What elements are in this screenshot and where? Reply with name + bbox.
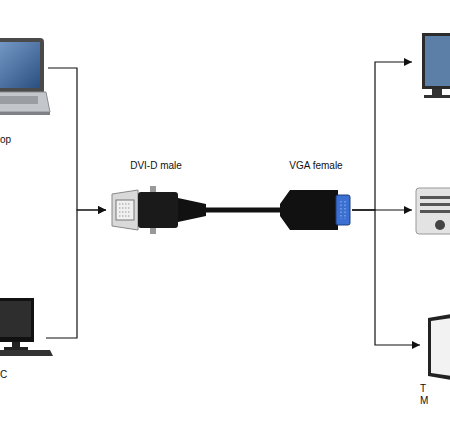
dvi-housing [138,192,178,228]
dvi-plug: DVI-D male [106,160,206,235]
monitor-frame [422,33,450,89]
laptop-illustration [0,38,50,115]
vga-adapter-illustration [280,190,350,230]
laptop-screen [0,42,40,88]
flow-arrow [352,209,412,210]
device-label: C [0,369,7,381]
device-label: DVI-D male [130,160,182,172]
tv-frame [428,314,450,380]
dvi-screw [150,228,156,234]
projector-device [412,185,450,237]
pc-device: C [0,295,46,381]
flow-arrow [352,210,420,345]
tv-screen [431,318,450,376]
projector-illustration [416,188,450,234]
pc-monitor-screen [0,301,31,337]
dvi-strain-relief [178,198,206,222]
projector-vent [420,210,450,213]
dvi-plug-illustration [112,186,206,234]
vga-housing [280,190,338,230]
laptop-front [0,112,50,115]
pc-monitor-frame [0,298,34,342]
vga-pins [341,201,345,219]
tv-illustration [428,314,450,380]
device-label: T M [420,383,432,407]
pc-illustration [0,298,53,356]
projector-lens [435,220,445,230]
dvi-face [116,200,134,220]
pc-keyboard [0,350,53,356]
projector-vent [420,196,450,199]
monitor-base [424,95,450,98]
dvi-pins [119,204,131,216]
cable-line [206,208,280,213]
dvi-screw [150,186,156,192]
monitor-stand [432,89,442,95]
monitor-screen [425,36,450,86]
laptop-device: op [0,36,48,146]
projector-body [416,188,450,234]
pc-monitor-base [4,347,28,350]
tv-device: T M [420,312,450,407]
device-label: VGA female [289,160,342,172]
laptop-base [0,92,50,112]
laptop-bezel [0,38,44,92]
monitor-illustration [422,33,450,98]
flow-arrow [48,68,106,210]
vga-port [336,195,350,225]
flow-arrow [352,62,412,210]
device-label: op [0,134,11,146]
laptop-keyboard [0,96,38,104]
monitor-device [412,30,450,102]
vga-adapter: VGA female [280,160,352,235]
flow-arrow [46,210,106,338]
projector-vent [420,203,450,206]
dvi-shell [112,190,138,230]
